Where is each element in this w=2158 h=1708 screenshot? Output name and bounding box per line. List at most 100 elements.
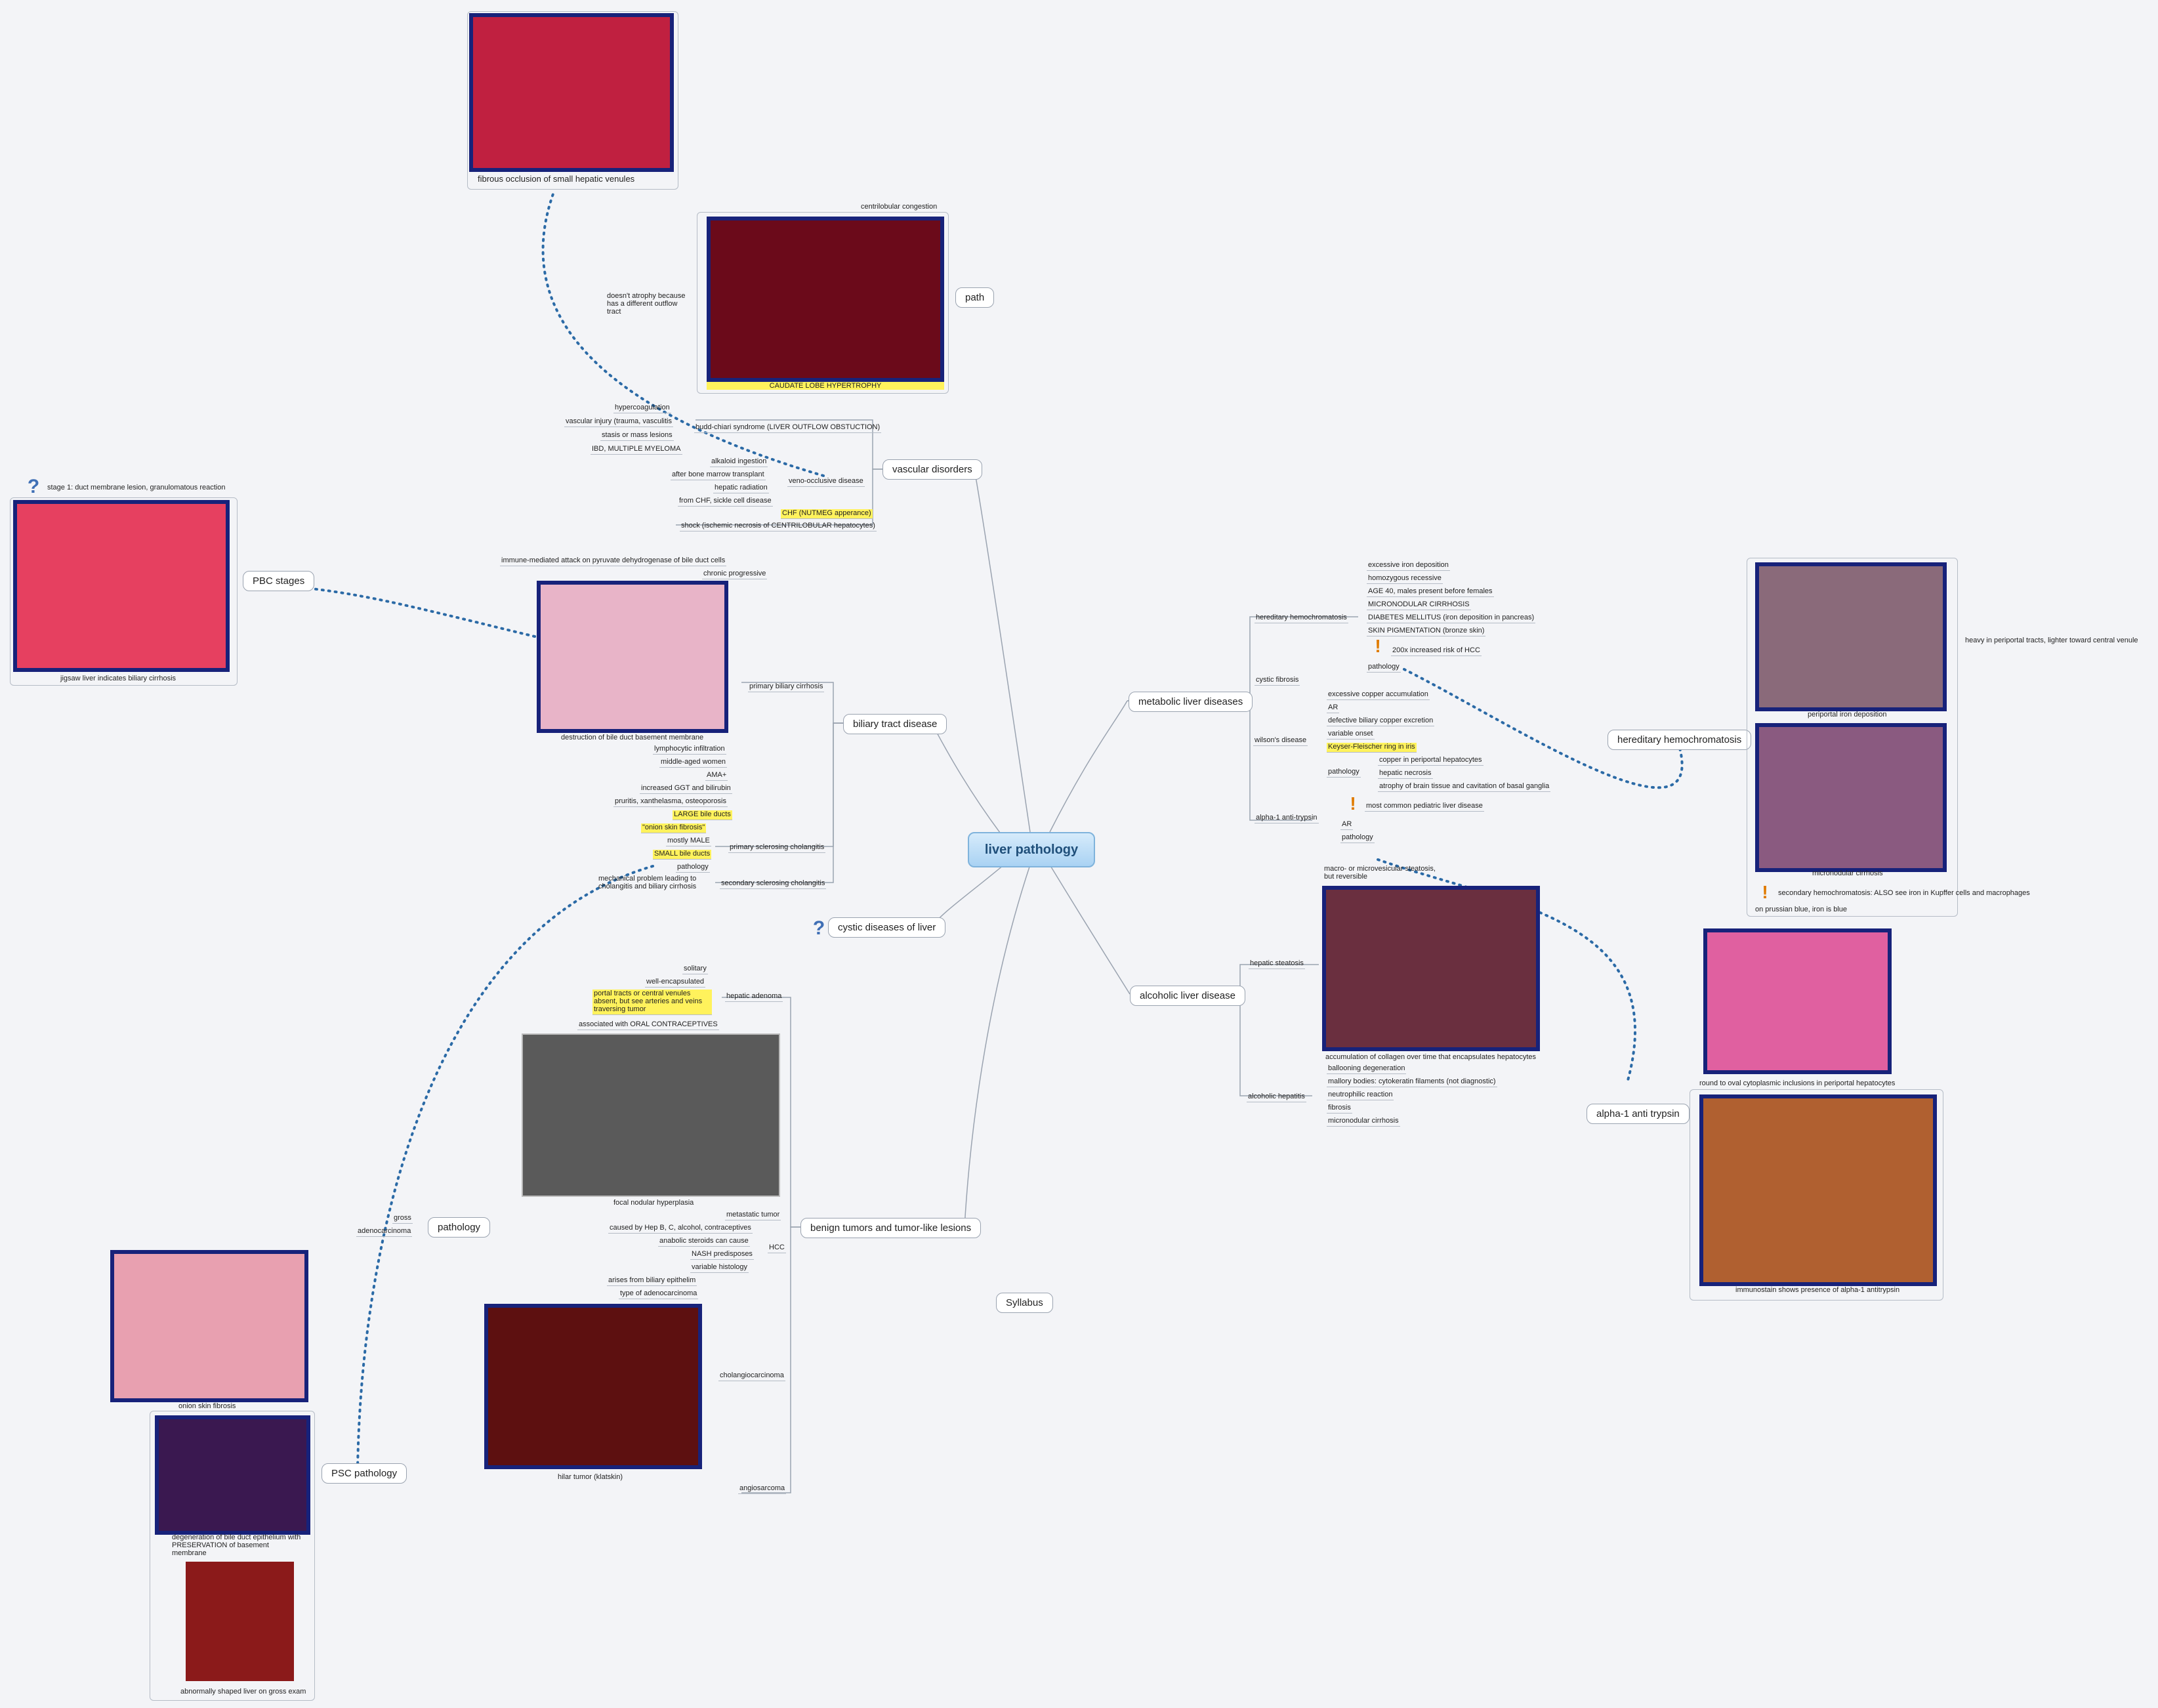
collagen-caption: accumulation of collagen over time that … — [1325, 1053, 1537, 1061]
primary-biliary-cirrhosis[interactable]: primary biliary cirrhosis — [748, 682, 825, 692]
jigsaw-liver-image — [13, 500, 230, 672]
vascular-budd-item: hypercoagulation — [613, 404, 671, 413]
pbc-item: increased GGT and bilirubin — [640, 784, 732, 794]
caudate-frame — [697, 212, 949, 394]
fnh-caption: focal nodular hyperplasia — [613, 1199, 694, 1207]
central-topic[interactable]: liver pathology — [968, 832, 1095, 867]
degeneration-image — [155, 1415, 310, 1535]
pbc-item: pruritis, xanthelasma, osteoporosis — [613, 797, 728, 807]
topic-pathology[interactable]: pathology — [428, 1217, 491, 1238]
prussian-blue: on prussian blue, iron is blue — [1755, 906, 1848, 913]
topic-pbc-stages[interactable]: PBC stages — [243, 571, 315, 591]
exclamation-icon: ! — [1762, 882, 1768, 902]
alc-hep-item: neutrophilic reaction — [1327, 1091, 1394, 1100]
a1-pathology[interactable]: pathology — [1340, 833, 1375, 843]
secondary-sclerosing-cholangitis[interactable]: secondary sclerosing cholangitis — [720, 879, 827, 889]
hemo-frame — [1747, 558, 1958, 917]
alc-hep-item: micronodular cirrhosis — [1327, 1117, 1400, 1127]
pbc-item: middle-aged women — [659, 758, 728, 768]
cystic-fibrosis[interactable]: cystic fibrosis — [1255, 676, 1300, 686]
pbc-stage-1: stage 1: duct membrane lesion, granuloma… — [47, 484, 226, 491]
topic-hereditary-hemochromatosis[interactable]: hereditary hemochromatosis — [1608, 730, 1752, 750]
caudate-caption: CAUDATE LOBE HYPERTROPHY — [707, 382, 944, 390]
wilson-path-item: hepatic necrosis — [1378, 769, 1433, 779]
hcc-item: NASH predisposes — [690, 1250, 754, 1260]
topic-syllabus[interactable]: Syllabus — [996, 1293, 1053, 1313]
jigsaw-frame — [10, 497, 238, 686]
vascular-budd-item: vascular injury (trauma, vasculitis — [564, 417, 673, 427]
hepatic-adenoma[interactable]: hepatic adenoma — [725, 992, 783, 1002]
onion-skin-caption: onion skin fibrosis — [178, 1402, 236, 1410]
hcc-risk: 200x increased risk of HCC — [1391, 646, 1482, 656]
hcc-item: caused by Hep B, C, alcohol, contracepti… — [608, 1224, 753, 1234]
jigsaw-caption: jigsaw liver indicates biliary cirrhosis — [60, 675, 176, 682]
hh-pathology[interactable]: pathology — [1367, 663, 1401, 673]
wilsons-disease[interactable]: wilson's disease — [1253, 736, 1308, 746]
alc-hep-item: fibrosis — [1327, 1104, 1352, 1114]
chf-nutmeg[interactable]: CHF (NUTMEG apperance) — [781, 509, 873, 519]
budd-chiari[interactable]: budd-chiari syndrome (LIVER OUTFLOW OBST… — [694, 423, 882, 433]
topic-alpha-1-anti-trypsin[interactable]: alpha-1 anti trypsin — [1587, 1104, 1690, 1124]
alcoholic-hepatitis[interactable]: alcoholic hepatitis — [1247, 1093, 1306, 1102]
primary-sclerosing-cholangitis[interactable]: primary sclerosing cholangitis — [728, 843, 826, 853]
portal-tracts-note: portal tracts or central venules absent,… — [592, 989, 712, 1015]
pbc-item: AMA+ — [705, 771, 728, 781]
hh-item: homozygous recessive — [1367, 574, 1443, 584]
veno-occlusive-disease[interactable]: veno-occlusive disease — [787, 477, 865, 487]
steatosis-image — [1322, 886, 1540, 1051]
topic-metabolic-liver-diseases[interactable]: metabolic liver diseases — [1129, 692, 1253, 712]
question-icon: ? — [27, 476, 40, 497]
hcc-item: variable histology — [690, 1263, 749, 1273]
topic-vascular-disorders[interactable]: vascular disorders — [882, 459, 982, 480]
oral-contraceptives: associated with ORAL CONTRACEPTIVES — [577, 1020, 719, 1030]
psc-pathology-node[interactable]: pathology — [676, 863, 710, 873]
hereditary-hemochromatosis-node[interactable]: hereditary hemochromatosis — [1255, 614, 1348, 623]
hilar-caption: hilar tumor (klatskin) — [558, 1473, 623, 1481]
keyser-fleischer: Keyser-Fleischer ring in iris — [1327, 743, 1417, 753]
wilson-path-item: copper in periportal hepatocytes — [1378, 756, 1484, 766]
fibrous-frame — [467, 11, 678, 190]
hh-item: MICRONODULAR CIRRHOSIS — [1367, 600, 1471, 610]
gross: gross — [392, 1214, 413, 1224]
fibrous-caption: fibrous occlusion of small hepatic venul… — [478, 174, 635, 184]
wilson-item: excessive copper accumulation — [1327, 690, 1430, 700]
adenocarcinoma: adenocarcinoma — [356, 1227, 413, 1237]
adenoma-item: solitary — [682, 965, 708, 974]
topic-biliary-tract-disease[interactable]: biliary tract disease — [843, 714, 947, 734]
alc-hep-item: mallory bodies: cytokeratin filaments (n… — [1327, 1077, 1497, 1087]
micronodular-caption: micronodular cirrhosis — [1812, 869, 1883, 877]
hh-item: SKIN PIGMENTATION (bronze skin) — [1367, 627, 1486, 636]
hepatic-steatosis[interactable]: hepatic steatosis — [1249, 959, 1305, 969]
topic-cystic-diseases[interactable]: cystic diseases of liver — [828, 917, 946, 938]
fnh-gross-image — [522, 1033, 780, 1197]
adenoma-item: well-encapsulated — [645, 978, 706, 988]
vascular-veno-item: from CHF, sickle cell disease — [678, 497, 773, 507]
topic-alcoholic-liver-disease[interactable]: alcoholic liver disease — [1130, 986, 1245, 1006]
vascular-veno-item: after bone marrow transplant — [671, 470, 766, 480]
periportal-caption: periportal iron deposition — [1808, 711, 1887, 719]
topic-path[interactable]: path — [955, 287, 995, 308]
chol-item: arises from biliary epithelim — [607, 1276, 697, 1286]
wilson-pathology[interactable]: pathology — [1327, 768, 1361, 778]
onion-skin-fibrosis: "onion skin fibrosis" — [641, 823, 707, 833]
wilson-item: variable onset — [1327, 730, 1375, 739]
centrilobular-congestion: centrilobular congestion — [860, 203, 939, 213]
small-bile-ducts: SMALL bile ducts — [653, 850, 712, 860]
hcc[interactable]: HCC — [768, 1243, 786, 1253]
metastatic-tumor[interactable]: metastatic tumor — [725, 1211, 781, 1220]
alpha-1-antitrypsin-node[interactable]: alpha-1 anti-trypsin — [1255, 814, 1319, 823]
micronodular-image — [1755, 723, 1947, 872]
topic-benign-tumors[interactable]: benign tumors and tumor-like lesions — [800, 1218, 982, 1238]
angiosarcoma[interactable]: angiosarcoma — [738, 1484, 787, 1494]
cholangiocarcinoma[interactable]: cholangiocarcinoma — [718, 1371, 785, 1381]
macro-micro-steatosis: macro- or microvesicular steatosis, but … — [1324, 865, 1436, 881]
degeneration-caption: degeneration of bile duct epithelium wit… — [172, 1533, 301, 1557]
shock-ischemic[interactable]: shock (ischemic necrosis of CENTRILOBULA… — [680, 522, 877, 531]
atrophy-note: doesn't atrophy because has a different … — [607, 292, 686, 316]
pbc-caption: destruction of bile duct basement membra… — [561, 734, 704, 741]
vascular-veno-item: hepatic radiation — [713, 484, 769, 493]
topic-psc-pathology[interactable]: PSC pathology — [322, 1463, 407, 1484]
hh-item: excessive iron deposition — [1367, 561, 1450, 571]
fibrous-occlusion-image — [469, 13, 674, 172]
